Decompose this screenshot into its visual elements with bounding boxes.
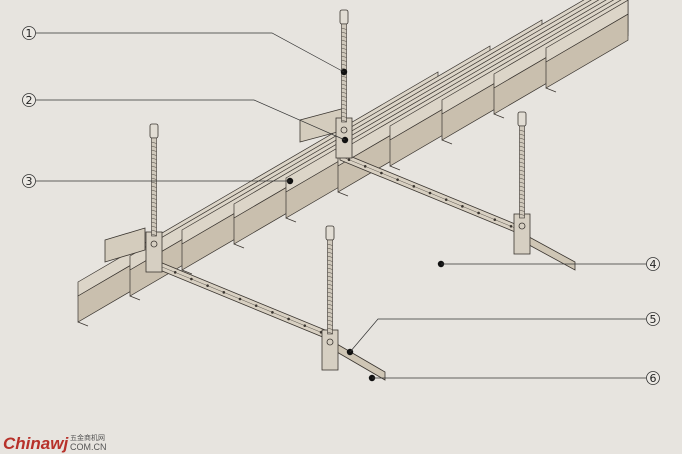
- strip-panel: [545, 0, 629, 93]
- watermark-brand: Chinawj: [3, 434, 69, 453]
- callout-5-label: 5: [650, 313, 657, 326]
- callout-2: 2: [22, 93, 36, 107]
- callout-dots: [286, 68, 445, 382]
- callout-6-label: 6: [650, 372, 657, 385]
- callout-4-label: 4: [650, 258, 657, 271]
- hanger-clip-right: [513, 213, 531, 255]
- watermark-chinese: 五金商机网: [70, 433, 105, 442]
- callout-1: 1: [22, 26, 36, 40]
- runner-left-end: [104, 227, 146, 263]
- watermark-domain: COM.CN: [70, 442, 107, 452]
- hanger-rod-back: [339, 9, 349, 123]
- callout-1-label: 1: [26, 27, 33, 40]
- hanger-rod-front: [325, 225, 335, 335]
- hanger-rod-right: [517, 111, 527, 219]
- hanger-rod-left: [149, 123, 159, 237]
- hanger-clip-front: [321, 329, 339, 371]
- callout-2-label: 2: [26, 94, 33, 107]
- callout-6: 6: [646, 371, 660, 385]
- main-runners: [104, 107, 576, 381]
- hanger-clip-left: [145, 231, 163, 273]
- callout-4: 4: [646, 257, 660, 271]
- watermark: Chinawj 五金商机网 COM.CN: [3, 433, 107, 453]
- callout-leaders: [36, 32, 646, 379]
- callout-3-label: 3: [26, 175, 33, 188]
- hanger-clips: [145, 117, 531, 371]
- callout-3: 3: [22, 174, 36, 188]
- callout-5: 5: [646, 312, 660, 326]
